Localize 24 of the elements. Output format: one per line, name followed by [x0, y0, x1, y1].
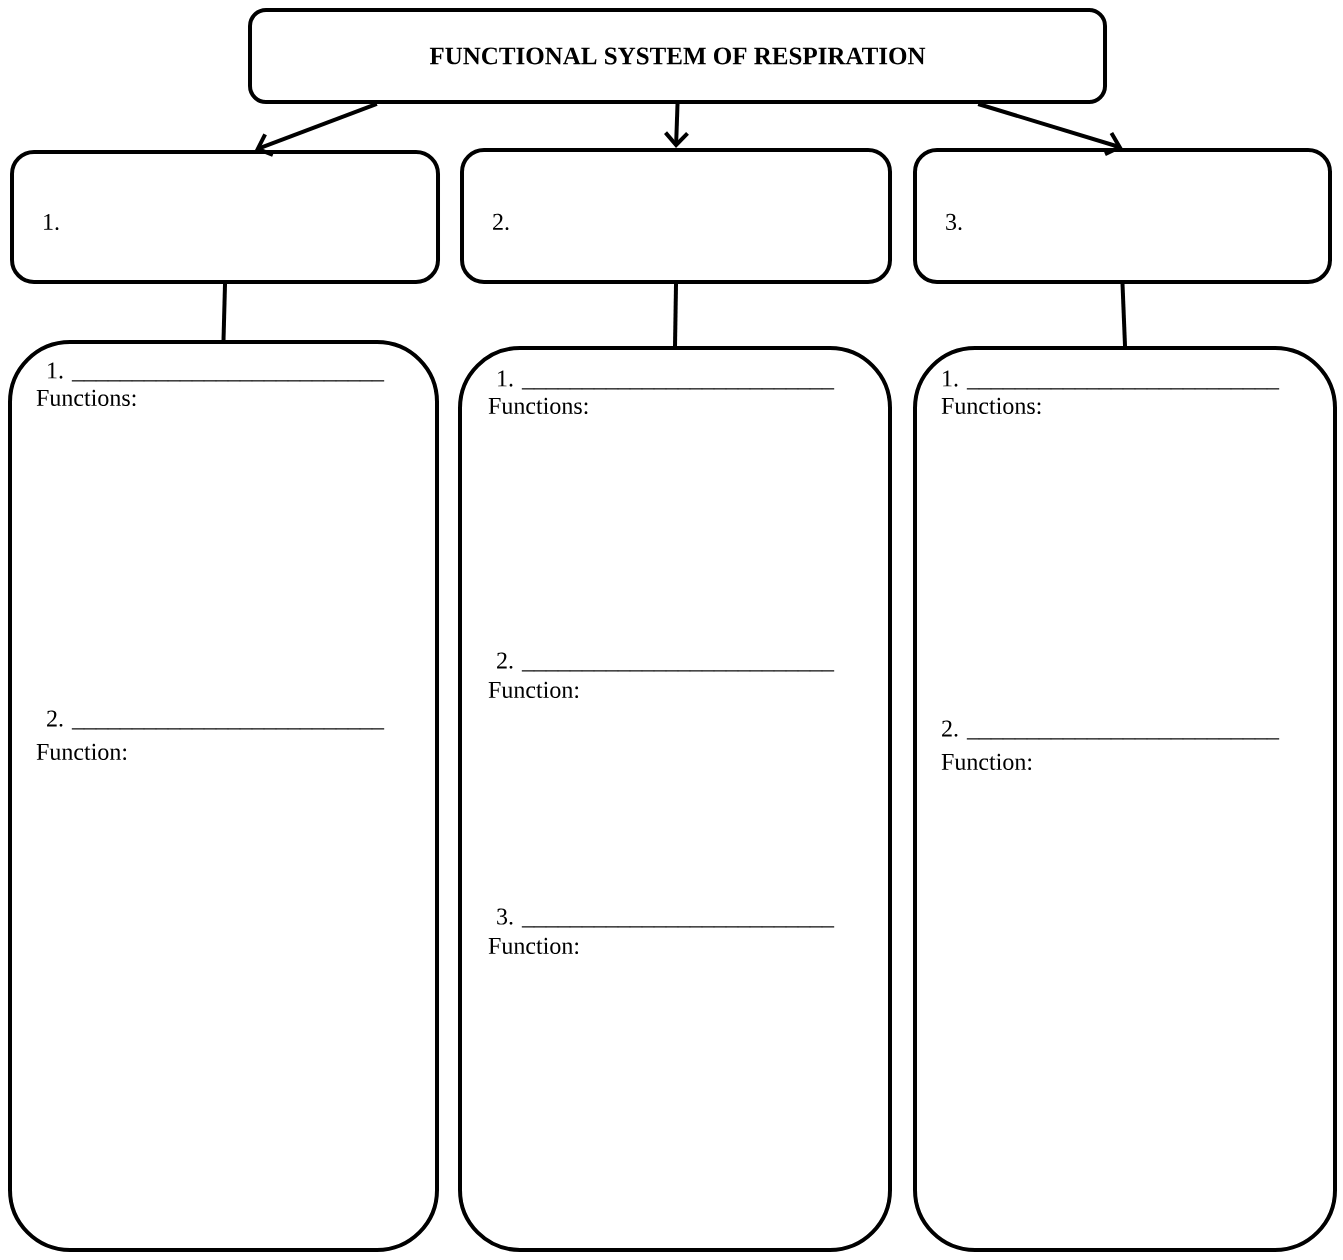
- box-number: 3.: [946, 213, 962, 231]
- field-label: Functions:: [36, 389, 136, 407]
- fill-in-line: 1. __________________________: [498, 370, 835, 390]
- fill-in-line: 2. __________________________: [497, 652, 835, 672]
- field-label: Functions:: [941, 397, 1041, 415]
- box-number: 2.: [493, 213, 509, 231]
- title-text: FUNCTIONAL SYSTEM OF RESPIRATION: [429, 47, 926, 65]
- fill-in-line: 3. __________________________: [497, 908, 835, 928]
- field-label: Function:: [488, 681, 579, 699]
- connector-line: [1120, 283, 1127, 347]
- box-number: 1.: [44, 213, 59, 231]
- fill-in-line: 2. __________________________: [942, 720, 1280, 740]
- field-label: Functions:: [488, 397, 588, 415]
- fill-in-line: 1. __________________________: [48, 362, 385, 382]
- connector-line: [221, 283, 227, 341]
- connector-line: [673, 283, 678, 346]
- arrow: [977, 102, 1123, 156]
- arrow: [255, 102, 378, 157]
- fill-in-line: 2. __________________________: [47, 710, 385, 730]
- field-label: Function:: [488, 937, 579, 955]
- arrow: [664, 103, 689, 148]
- field-label: Function:: [36, 743, 127, 761]
- field-label: Function:: [941, 753, 1032, 771]
- fill-in-line: 1. __________________________: [943, 370, 1280, 390]
